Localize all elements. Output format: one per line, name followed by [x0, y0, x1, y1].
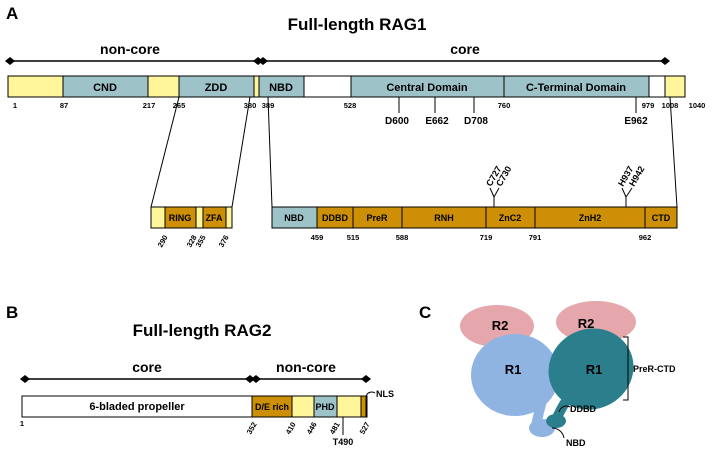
zoom-lines	[150, 96, 678, 208]
pos-962: 962	[639, 233, 652, 242]
r1-left-shape	[471, 334, 559, 416]
pos-265: 265	[173, 101, 186, 110]
r1-right-label: R1	[586, 362, 603, 377]
ring-label: RING	[169, 213, 192, 223]
zdd-label: ZDD	[205, 82, 228, 94]
rag1-title: Full-length RAG1	[288, 15, 427, 34]
rag2-noncore-label: non-core	[276, 359, 336, 375]
pos-719: 719	[480, 233, 493, 242]
rag2-pos-481: 481	[328, 421, 342, 436]
central-domain-label: Central Domain	[386, 82, 468, 94]
pos-588: 588	[396, 233, 409, 242]
r1-right-shape	[548, 328, 634, 410]
residue-t490: T490	[333, 437, 354, 447]
rag2-core-label: core	[132, 359, 162, 375]
zfa-domain	[202, 206, 227, 229]
rnh-label: RNH	[434, 213, 454, 223]
pos-1008: 1008	[662, 101, 679, 110]
rag2-title: Full-length RAG2	[133, 321, 272, 340]
cnd-domain	[62, 75, 149, 98]
phd-label: PHD	[315, 402, 335, 412]
r1-left-label: R1	[505, 362, 522, 377]
white-segment	[303, 75, 352, 98]
prer-label: PreR	[366, 213, 388, 223]
rag2-pos-446: 446	[305, 421, 319, 436]
rag1-noncore-label: non-core	[100, 41, 160, 57]
pos-1: 1	[13, 101, 17, 110]
nls-pointer	[365, 391, 376, 399]
ddbd-shape	[546, 414, 566, 428]
catalytic-residue-ticks	[398, 97, 637, 113]
nbd-label: NBD	[269, 82, 293, 94]
pos-217: 217	[143, 101, 156, 110]
rag1-bar	[7, 75, 686, 98]
pos-1040: 1040	[689, 101, 706, 110]
pos-791: 791	[529, 233, 542, 242]
znc2-label: ZnC2	[499, 213, 522, 223]
nls-domain	[360, 395, 367, 418]
pos-760: 760	[498, 101, 511, 110]
rag1-core-label: core	[450, 41, 480, 57]
zinc-residue-ticks	[489, 187, 633, 207]
residue-d600: D600	[385, 116, 409, 127]
zoom-left-bar	[150, 206, 233, 229]
zoom-right-bar	[271, 206, 678, 229]
pos-87: 87	[60, 101, 68, 110]
panel-b-label: B	[6, 303, 18, 322]
rag-complex-model	[460, 301, 636, 437]
prer-ctd-label: PreR-CTD	[633, 364, 676, 374]
rag2-core-arrow	[20, 375, 255, 383]
de-rich-label: D/E rich	[255, 402, 289, 412]
c-terminal-domain-label: C-Terminal Domain	[526, 82, 626, 94]
prer-ctd-bracket	[623, 336, 629, 401]
de-rich-domain	[251, 395, 293, 418]
zdd-domain	[178, 75, 255, 98]
rag2-pos-352: 352	[245, 421, 259, 436]
ctd-domain	[644, 206, 678, 229]
pos-380: 380	[244, 101, 257, 110]
nbd-pointer	[551, 427, 565, 439]
r2-right-label: R2	[578, 316, 595, 331]
rag2-pos-410: 410	[284, 421, 298, 436]
pos-355: 355	[194, 234, 208, 249]
znh2-label: ZnH2	[579, 213, 602, 223]
ddbd-model-label: DDBD	[570, 404, 596, 414]
pos-376: 376	[217, 234, 231, 249]
phd-domain	[313, 395, 338, 418]
ddbd-pointer	[558, 405, 571, 413]
panel-a-label: A	[6, 4, 18, 23]
zoom-nbd-label: NBD	[284, 213, 304, 223]
ring-domain	[164, 206, 197, 229]
residue-d708: D708	[464, 116, 488, 127]
rag2-pos-1: 1	[20, 419, 24, 428]
ctd-label: CTD	[652, 213, 671, 223]
propeller-label: 6-bladed propeller	[89, 401, 185, 413]
r2-left-label: R2	[492, 318, 509, 333]
zfa-label: ZFA	[206, 213, 223, 223]
rag1-noncore-arrow	[5, 57, 263, 65]
cnd-label: CND	[93, 82, 117, 94]
residue-e662: E662	[425, 116, 449, 127]
pos-528: 528	[344, 101, 357, 110]
pos-459: 459	[311, 233, 324, 242]
panel-c-label: C	[419, 303, 431, 322]
rag2-bar	[21, 395, 368, 418]
rag2-noncore-arrow	[251, 375, 371, 383]
residue-e962: E962	[624, 116, 648, 127]
pos-515: 515	[347, 233, 360, 242]
nls-label: NLS	[376, 389, 394, 399]
pos-290: 290	[156, 234, 170, 249]
rag2-pos-527: 527	[358, 421, 372, 436]
ddbd-label: DDBD	[322, 213, 348, 223]
white-segment-2	[648, 75, 666, 98]
pos-979: 979	[642, 101, 655, 110]
rag1-core-arrow	[258, 57, 670, 65]
nbd-model-label: NBD	[566, 438, 586, 448]
